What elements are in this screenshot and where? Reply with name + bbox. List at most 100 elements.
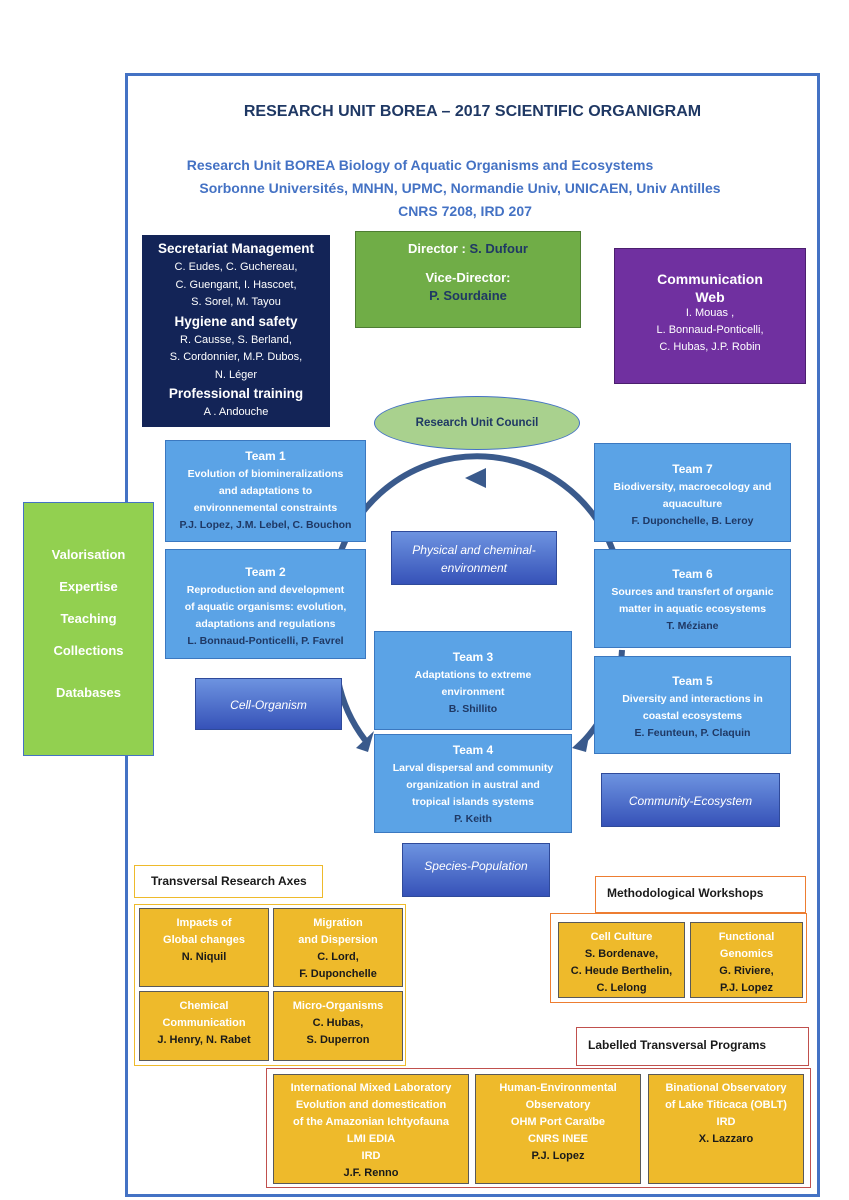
team-4-topic-line: tropical islands systems <box>412 796 534 808</box>
valorisation-box: Valorisation Expertise Teaching Collecti… <box>23 502 154 756</box>
program-people-line: J.F. Renno <box>343 1167 399 1179</box>
labelled-programs-group <box>266 1068 811 1188</box>
workshop-title-line: Functional <box>718 931 775 943</box>
team-2-topic-line: of aquatic organisms: evolution, <box>184 601 347 613</box>
program-title-line: Binational Observatory <box>665 1082 787 1094</box>
hygiene-staff-line: S. Cordonnier, M.P. Dubos, <box>169 351 303 363</box>
physical-environment-scale: Physical and cheminal- environment <box>391 531 557 585</box>
hygiene-staff-line: N. Léger <box>214 368 258 381</box>
team-1-topic-line: and adaptations to <box>218 485 313 497</box>
communication-staff-line: C. Hubas, J.P. Robin <box>659 341 761 353</box>
team-7-topic-line: aquaculture <box>662 498 723 510</box>
axis-people-line: N. Niquil <box>181 951 227 963</box>
valorisation-item: Expertise <box>59 579 118 594</box>
workshop-functional-genomics: Functional Genomics G. Riviere, P.J. Lop… <box>690 922 803 998</box>
secretariat-box: Secretariat Management C. Eudes, C. Guch… <box>142 235 330 427</box>
axis-migration-dispersion: Migration and Dispersion C. Lord, F. Dup… <box>273 908 403 987</box>
team-3-members: B. Shillito <box>448 703 498 715</box>
team-1-topic-line: Evolution of biomineralizations <box>187 468 344 480</box>
program-title-line: of Lake Titicaca (OBLT) <box>665 1099 787 1111</box>
team-6-topic-line: Sources and transfert of organic <box>611 586 774 598</box>
team-4-name: Team 4 <box>452 743 494 757</box>
team-5-members: E. Feunteun, P. Claquin <box>634 727 751 739</box>
program-lmi-edia: International Mixed Laboratory Evolution… <box>273 1074 469 1184</box>
team-4-topic-line: organization in austral and <box>406 779 540 791</box>
team-7-name: Team 7 <box>672 462 713 476</box>
axis-people-line: C. Hubas, <box>312 1017 364 1029</box>
program-people-line: P.J. Lopez <box>531 1150 585 1162</box>
communication-title: Communication <box>657 271 763 287</box>
axis-chemical-communication: Chemical Communication J. Henry, N. Rabe… <box>139 991 269 1061</box>
axis-title-line: Migration <box>313 917 363 929</box>
team-7-topic-line: Biodiversity, macroecology and <box>613 481 772 493</box>
subtitle-line-1: Research Unit BOREA Biology of Aquatic O… <box>186 157 654 173</box>
axis-people-line: C. Lord, <box>317 951 359 963</box>
cycle-arrow-right-head <box>572 731 590 752</box>
axis-title-line: and Dispersion <box>298 934 378 946</box>
team-5-box: Team 5 Diversity and interactions in coa… <box>594 656 791 754</box>
vice-director-label: Vice-Director: <box>425 270 511 285</box>
hygiene-staff-line: R. Causse, S. Berland, <box>180 333 292 346</box>
transversal-axes-header: Transversal Research Axes <box>134 865 323 898</box>
axis-title-line: Global changes <box>163 934 245 946</box>
team-2-box: Team 2 Reproduction and development of a… <box>165 549 366 659</box>
communication-staff-line: L. Bonnaud-Ponticelli, <box>656 324 764 336</box>
program-title-line: of the Amazonian Ichtyofauna <box>292 1116 450 1128</box>
team-7-members: F. Duponchelle, B. Leroy <box>631 515 754 527</box>
team-1-box: Team 1 Evolution of biomineralizations a… <box>165 440 366 542</box>
hygiene-safety-title: Hygiene and safety <box>174 313 298 329</box>
labelled-programs-header: Labelled Transversal Programs <box>576 1027 809 1066</box>
program-ohm-port-caraibe: Human-Environmental Observatory OHM Port… <box>475 1074 641 1184</box>
axis-title-line: Chemical <box>179 1000 229 1012</box>
program-title-line: Observatory <box>525 1099 591 1111</box>
direction-box: Director : S. Dufour Vice-Director: P. S… <box>355 231 581 328</box>
team-6-name: Team 6 <box>672 567 713 581</box>
team-4-members: P. Keith <box>454 813 492 825</box>
program-title-line: IRD <box>361 1150 381 1162</box>
program-title-line: IRD <box>716 1116 736 1128</box>
team-6-topic-line: matter in aquatic ecosystems <box>618 603 767 615</box>
methodological-workshops-group <box>550 913 807 1003</box>
team-1-topic-line: environnemental constraints <box>193 502 338 514</box>
director-name: S. Dufour <box>469 241 528 256</box>
program-title-line: Human-Environmental <box>499 1082 617 1094</box>
program-title-line: OHM Port Caraïbe <box>510 1116 606 1128</box>
axis-title-line: Micro-Organisms <box>292 1000 384 1012</box>
director-label: Director : <box>408 241 466 256</box>
axis-title-line: Impacts of <box>176 917 232 929</box>
axis-title-line: Communication <box>162 1017 246 1029</box>
axis-people-line: J. Henry, N. Rabet <box>157 1034 251 1046</box>
physical-scale-line: environment <box>440 561 508 575</box>
team-5-topic-line: Diversity and interactions in <box>622 693 763 705</box>
secretariat-staff-line: C. Guengant, I. Hascoet, <box>175 278 297 291</box>
valorisation-item: Collections <box>53 643 124 658</box>
program-title-line: LMI EDIA <box>346 1133 396 1145</box>
axis-micro-organisms: Micro-Organisms C. Hubas, S. Duperron <box>273 991 403 1061</box>
team-3-topic-line: environment <box>441 686 505 698</box>
program-oblt: Binational Observatory of Lake Titicaca … <box>648 1074 804 1184</box>
vice-director-name: P. Sourdaine <box>429 288 507 303</box>
team-5-name: Team 5 <box>672 674 713 688</box>
valorisation-item: Valorisation <box>51 547 126 562</box>
team-4-box: Team 4 Larval dispersal and community or… <box>374 734 572 833</box>
physical-scale-line: Physical and cheminal- <box>412 543 536 557</box>
workshop-title-line: Genomics <box>719 948 774 960</box>
team-2-topic-line: adaptations and regulations <box>195 618 336 630</box>
team-1-members: P.J. Lopez, J.M. Lebel, C. Bouchon <box>179 519 352 531</box>
team-2-topic-line: Reproduction and development <box>186 584 345 596</box>
team-5-topic-line: coastal ecosystems <box>642 710 743 722</box>
team-3-name: Team 3 <box>452 650 494 664</box>
workshop-people-line: S. Bordenave, <box>584 948 659 960</box>
team-3-topic-line: Adaptations to extreme <box>414 669 532 681</box>
program-title-line: International Mixed Laboratory <box>290 1082 452 1094</box>
axis-people-line: F. Duponchelle <box>299 968 377 980</box>
workshop-cell-culture: Cell Culture S. Bordenave, C. Heude Bert… <box>558 922 685 998</box>
program-title-line: CNRS INEE <box>528 1133 588 1145</box>
secretariat-staff-line: C. Eudes, C. Guchereau, <box>174 261 298 273</box>
axis-people-line: S. Duperron <box>306 1034 370 1046</box>
cell-organism-scale: Cell-Organism <box>195 678 342 730</box>
page-title: RESEARCH UNIT BOREA – 2017 SCIENTIFIC OR… <box>243 103 702 120</box>
workshop-title-line: Cell Culture <box>590 931 653 943</box>
subtitle-line-2: Sorbonne Universités, MNHN, UPMC, Norman… <box>199 180 721 196</box>
subtitle-line-3: CNRS 7208, IRD 207 <box>398 203 532 219</box>
